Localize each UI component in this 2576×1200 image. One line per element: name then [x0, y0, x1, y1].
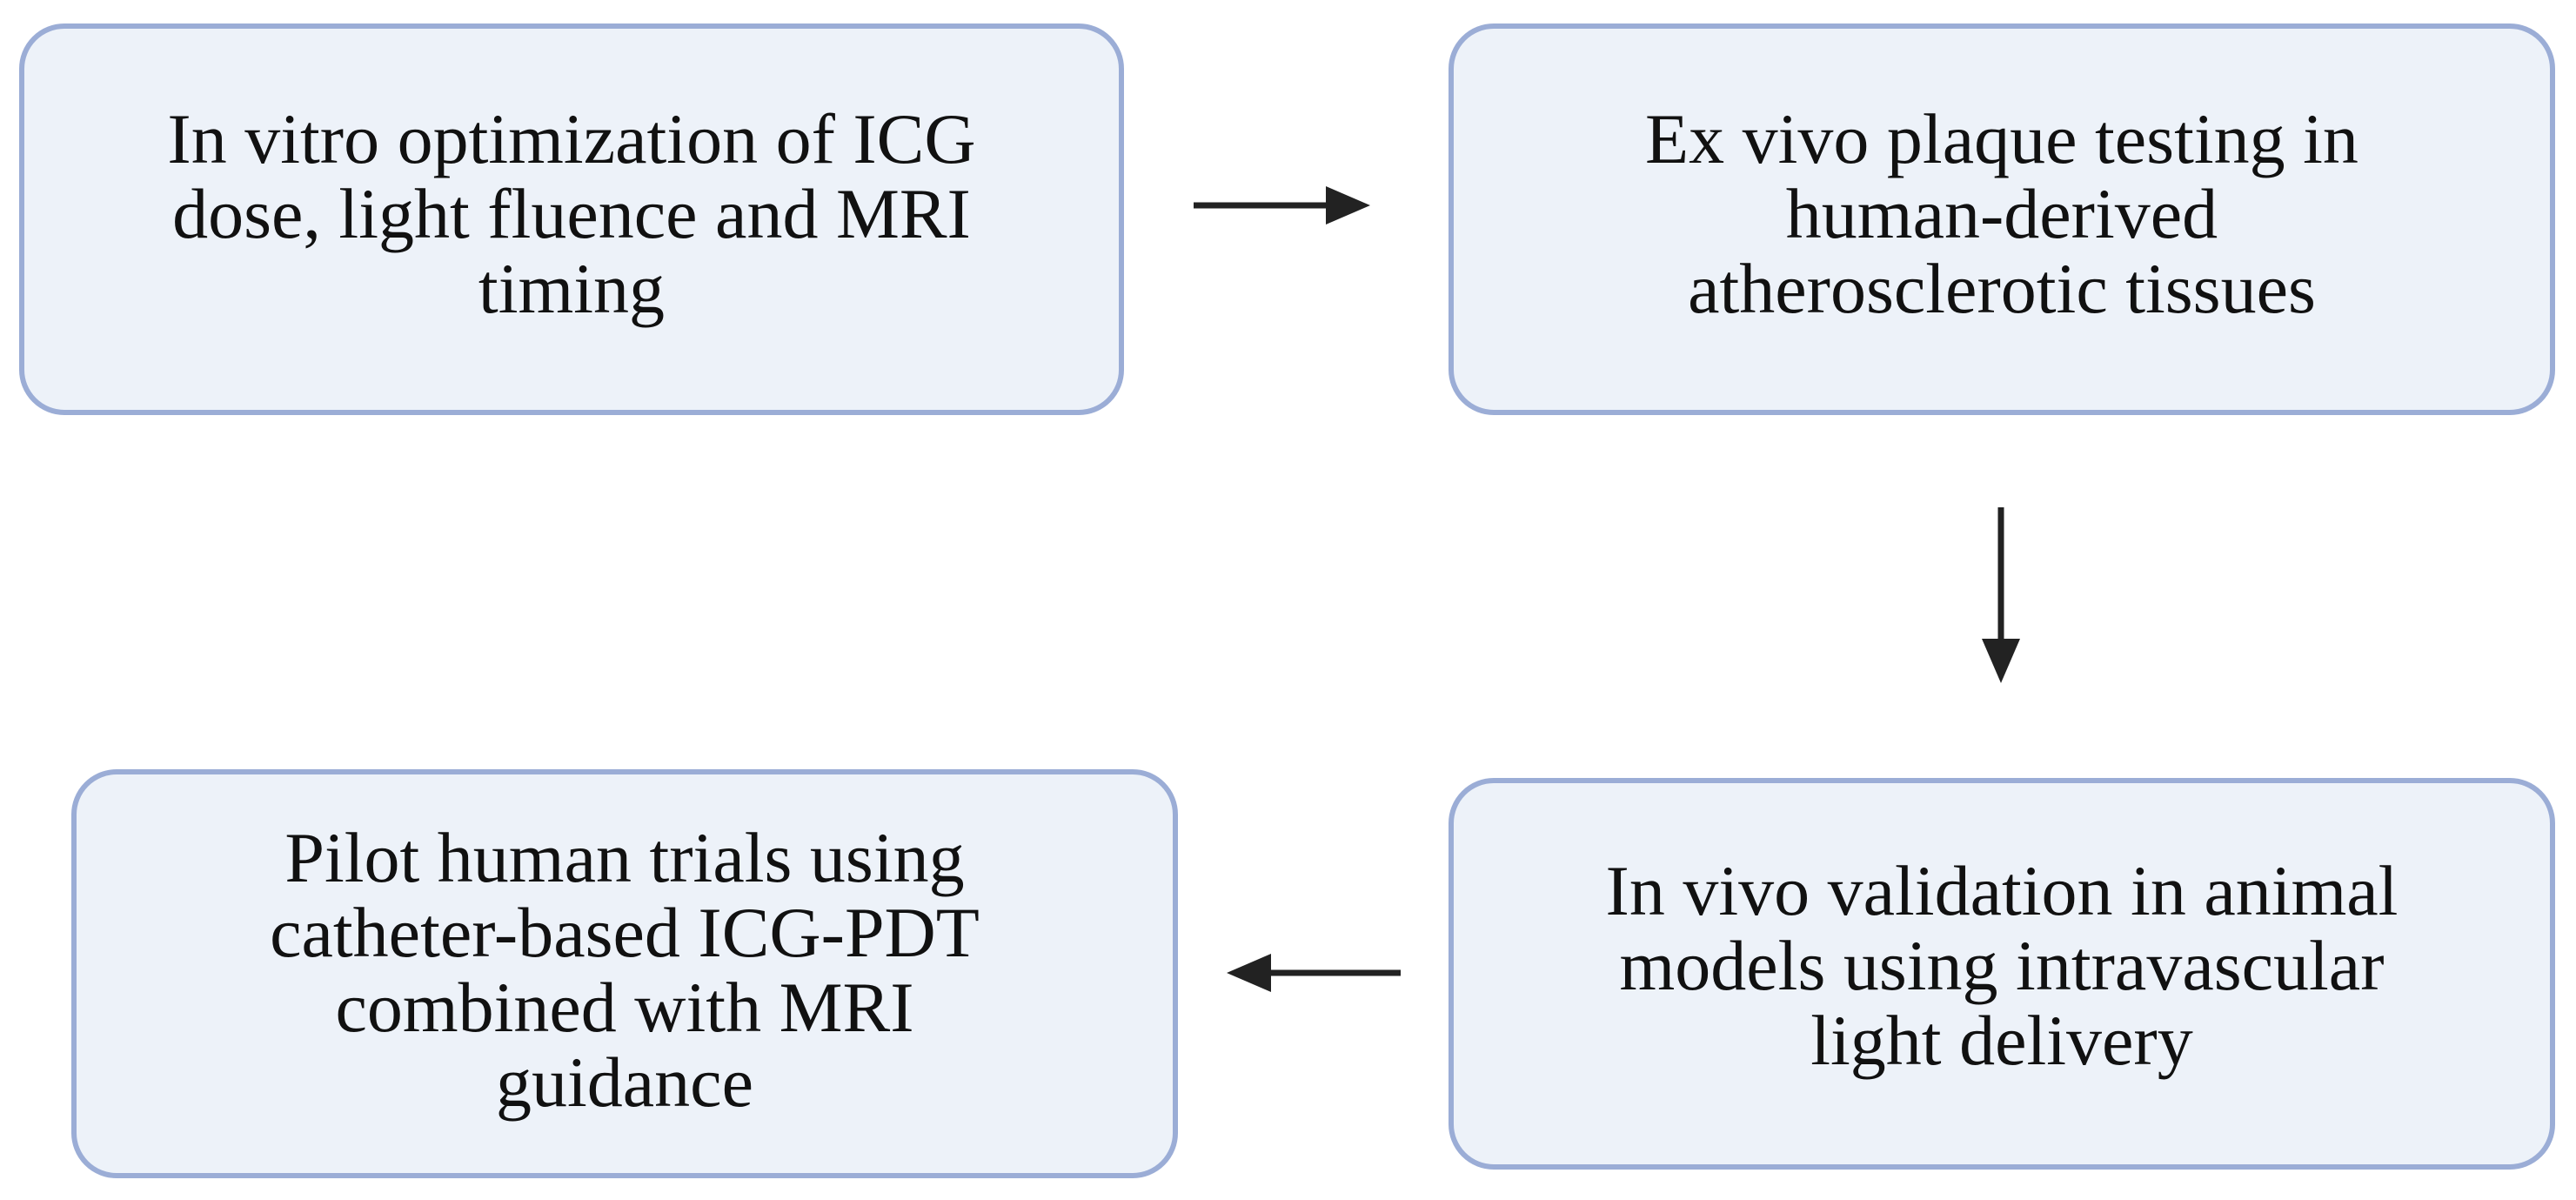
step-4-line: guidance	[496, 1042, 753, 1122]
arrow-step1-to-step2	[1194, 186, 1370, 225]
step-4-line: combined with MRI	[335, 968, 914, 1047]
step-1-text: In vitro optimization of ICG dose, light…	[167, 102, 975, 337]
step-4-line: catheter-based ICG-PDT	[270, 893, 980, 972]
step-2-box: Ex vivo plaque testing in human-derived …	[1449, 23, 2555, 415]
step-2-text: Ex vivo plaque testing in human-derived …	[1645, 102, 2359, 337]
step-3-line: In vivo validation in animal	[1605, 851, 2399, 930]
step-1-line: In vitro optimization of ICG	[167, 99, 976, 178]
arrow-step3-to-step4	[1227, 954, 1401, 992]
step-1-line: timing	[478, 249, 666, 328]
step-2-line: Ex vivo plaque testing in	[1645, 99, 2359, 178]
step-3-line: light delivery	[1810, 1001, 2193, 1080]
step-1-line: dose, light fluence and MRI	[172, 174, 971, 253]
step-2-line: human-derived	[1785, 174, 2218, 253]
arrow-step2-to-step3	[1982, 507, 2020, 683]
step-3-line: models using intravascular	[1619, 926, 2385, 1005]
step-3-box: In vivo validation in animal models usin…	[1449, 778, 2555, 1170]
step-3-text: In vivo validation in animal models usin…	[1606, 854, 2399, 1094]
step-4-box: Pilot human trials using catheter-based …	[71, 769, 1178, 1178]
step-4-line: Pilot human trials using	[284, 818, 965, 897]
step-1-box: In vitro optimization of ICG dose, light…	[19, 23, 1124, 415]
step-4-text: Pilot human trials using catheter-based …	[270, 821, 980, 1127]
step-2-line: atherosclerotic tissues	[1688, 249, 2316, 328]
